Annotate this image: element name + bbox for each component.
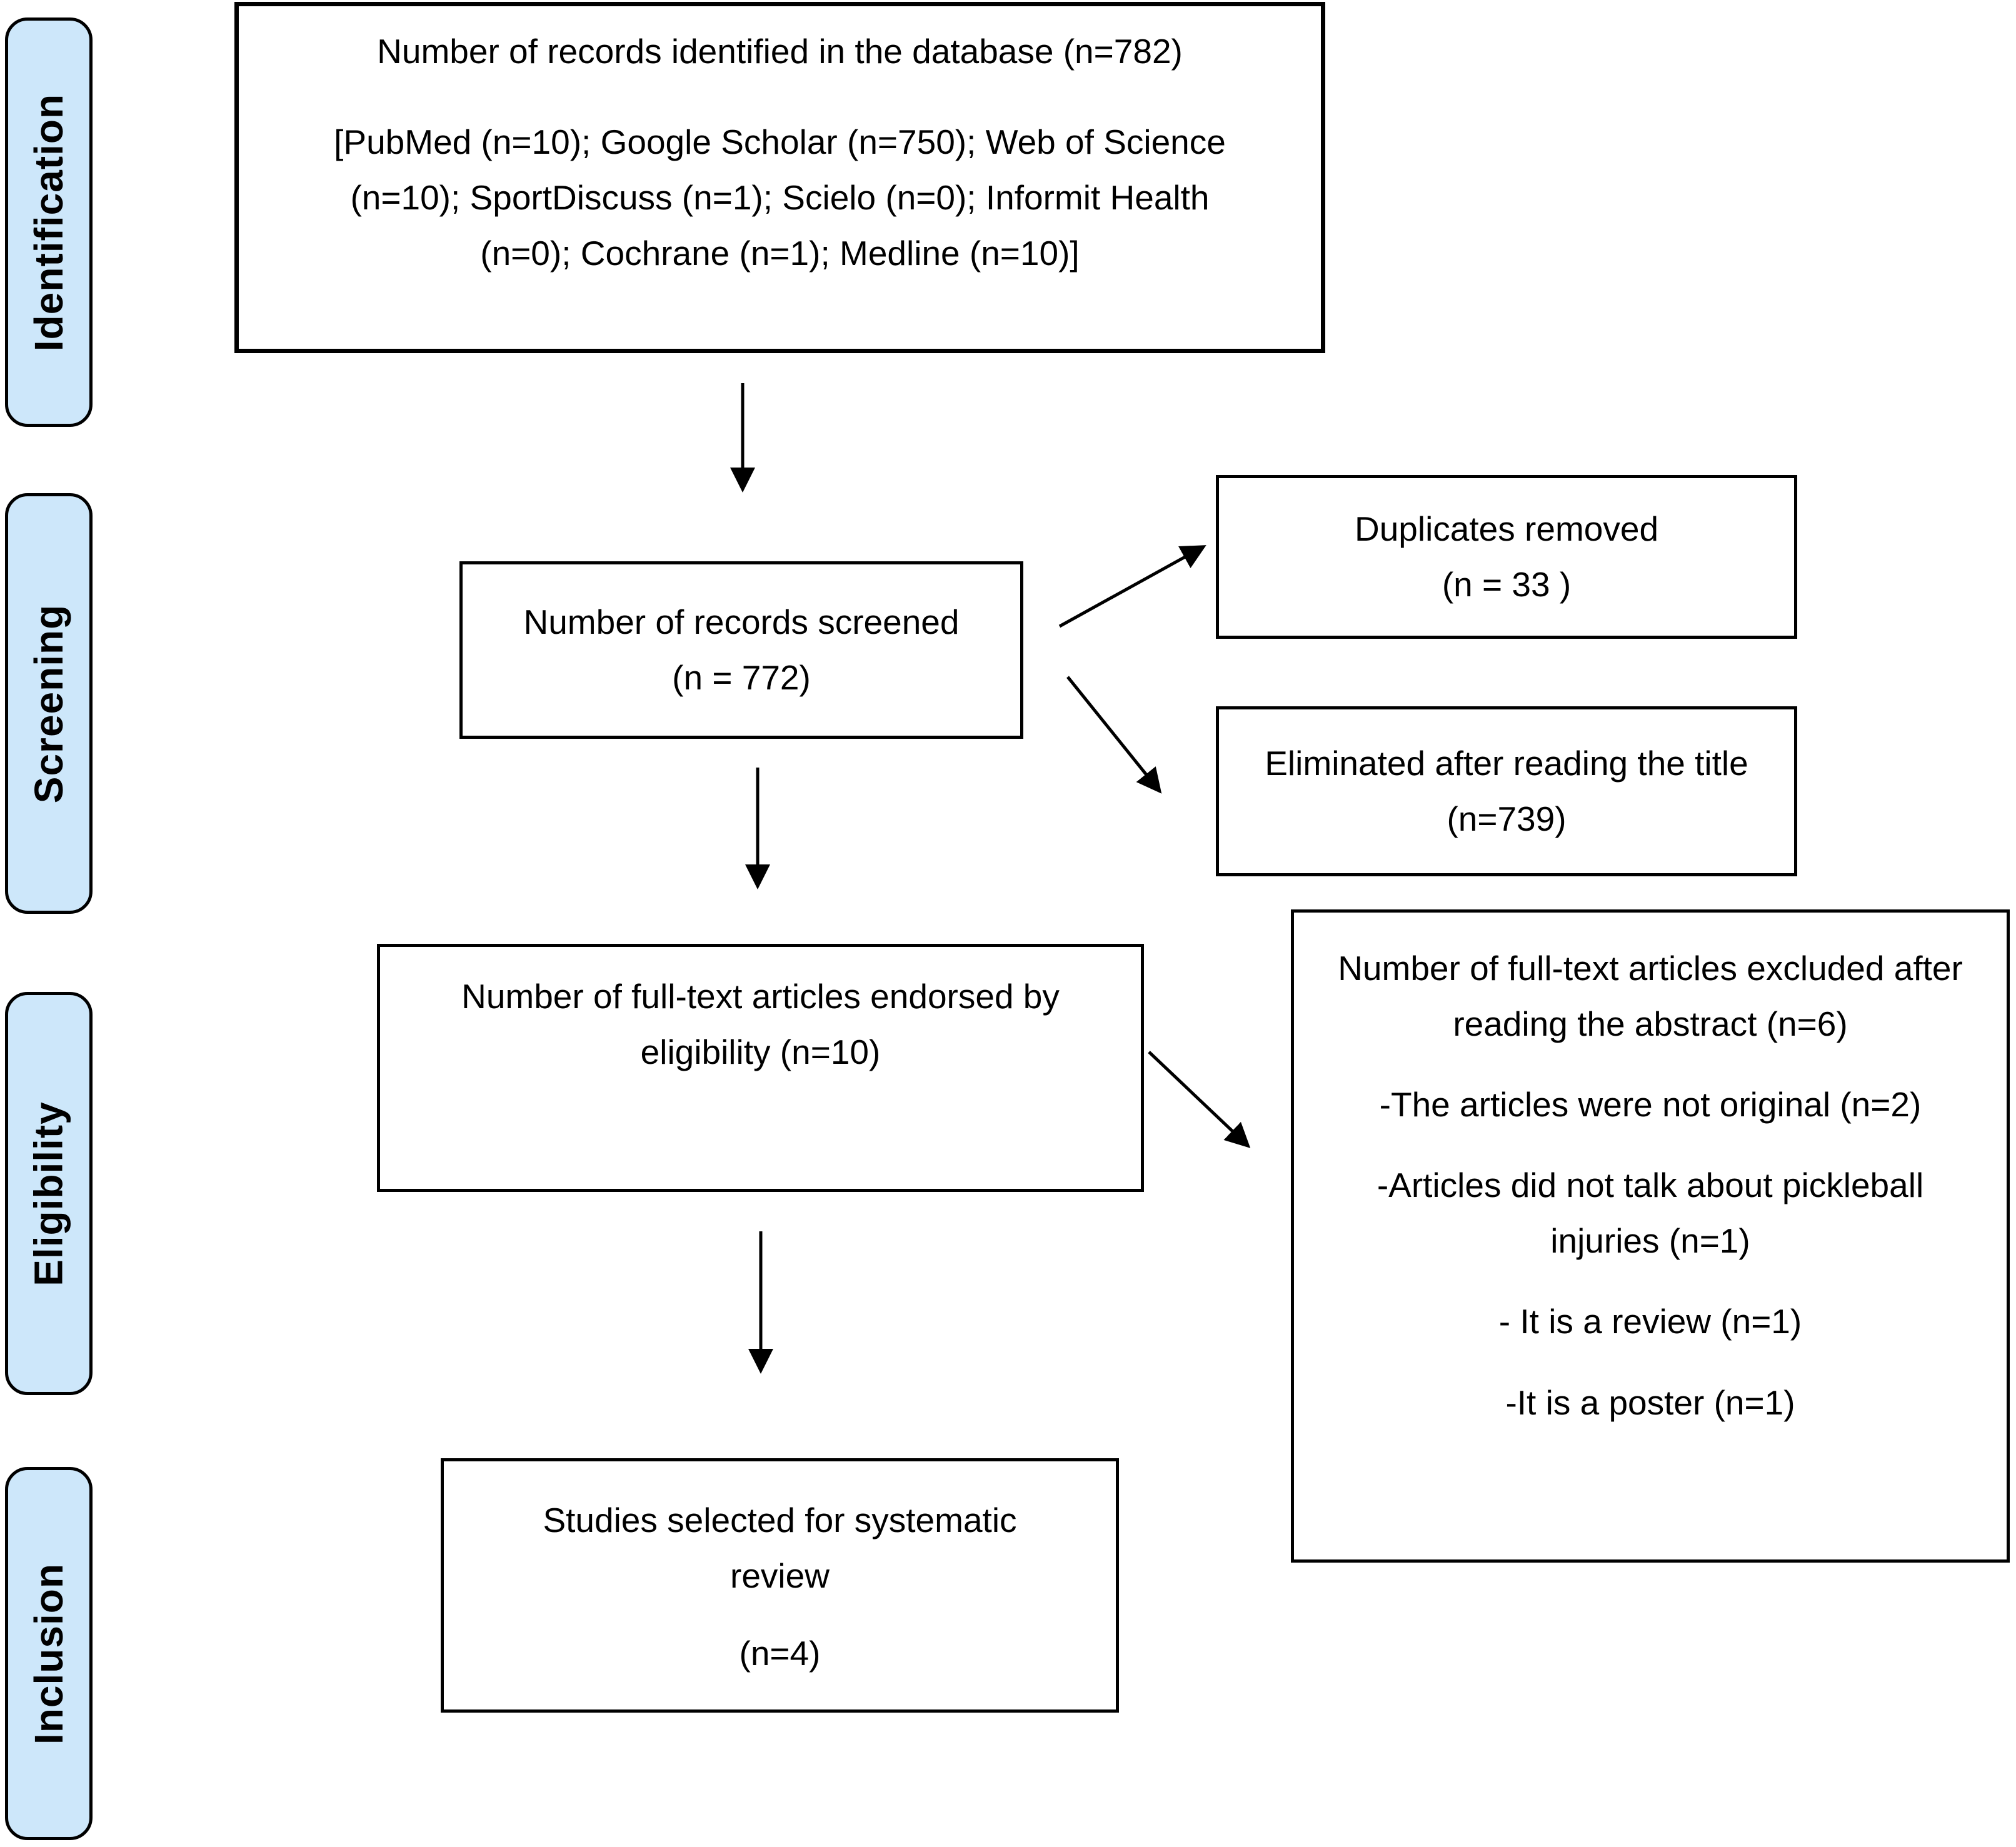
fulltext-endorsed-title: Number of full-text articles endorsed by… (461, 977, 1060, 1072)
box-studies-included: Studies selected for systematic review (… (441, 1458, 1119, 1713)
box-eliminated-after-title: Eliminated after reading the title (n=73… (1216, 706, 1797, 876)
studies-included-count: (n=4) (739, 1634, 821, 1673)
stage-inclusion-label: Inclusion (26, 1563, 71, 1744)
records-identified-sources: [PubMed (n=10); Google Scholar (n=750); … (334, 123, 1226, 273)
arrow-screened-to-duplicates (1058, 545, 1206, 628)
duplicates-removed-title: Duplicates removed (1354, 509, 1659, 548)
box-fulltext-endorsed: Number of full-text articles endorsed by… (377, 944, 1144, 1192)
studies-included-title: Studies selected for systematic review (543, 1501, 1017, 1596)
box-duplicates-removed: Duplicates removed (n = 33 ) (1216, 475, 1797, 639)
stage-eligibility: Eligibility (5, 992, 93, 1395)
stage-eligibility-label: Eligibility (26, 1101, 71, 1286)
duplicates-removed-count: (n = 33 ) (1442, 565, 1572, 604)
stage-inclusion: Inclusion (5, 1467, 93, 1840)
excluded-reason-poster: -It is a poster (n=1) (1505, 1383, 1795, 1422)
box-fulltext-excluded: Number of full-text articles excluded af… (1291, 909, 2010, 1563)
excluded-reason-not-original: -The articles were not original (n=2) (1379, 1085, 1922, 1124)
box-records-identified: Number of records identified in the data… (234, 2, 1325, 353)
stage-identification-label: Identification (26, 93, 71, 351)
arrow-screened-to-eliminated (1066, 676, 1162, 794)
stage-screening-label: Screening (26, 604, 71, 803)
records-screened-title: Number of records screened (523, 602, 960, 641)
stage-identification: Identification (5, 18, 93, 427)
excluded-reason-review: - It is a review (n=1) (1498, 1302, 1802, 1341)
records-identified-title: Number of records identified in the data… (377, 32, 1183, 71)
eliminated-after-title-text: Eliminated after reading the title (n=73… (1265, 743, 1748, 838)
stage-screening: Screening (5, 493, 93, 914)
arrow-endorsed-to-excluded (1148, 1051, 1251, 1148)
excluded-reason-not-pickleball: -Articles did not talk about pickleball … (1377, 1166, 1924, 1261)
box-records-screened: Number of records screened (n = 772) (459, 561, 1023, 739)
fulltext-excluded-title: Number of full-text articles excluded af… (1338, 949, 1963, 1044)
records-screened-count: (n = 772) (672, 658, 811, 697)
